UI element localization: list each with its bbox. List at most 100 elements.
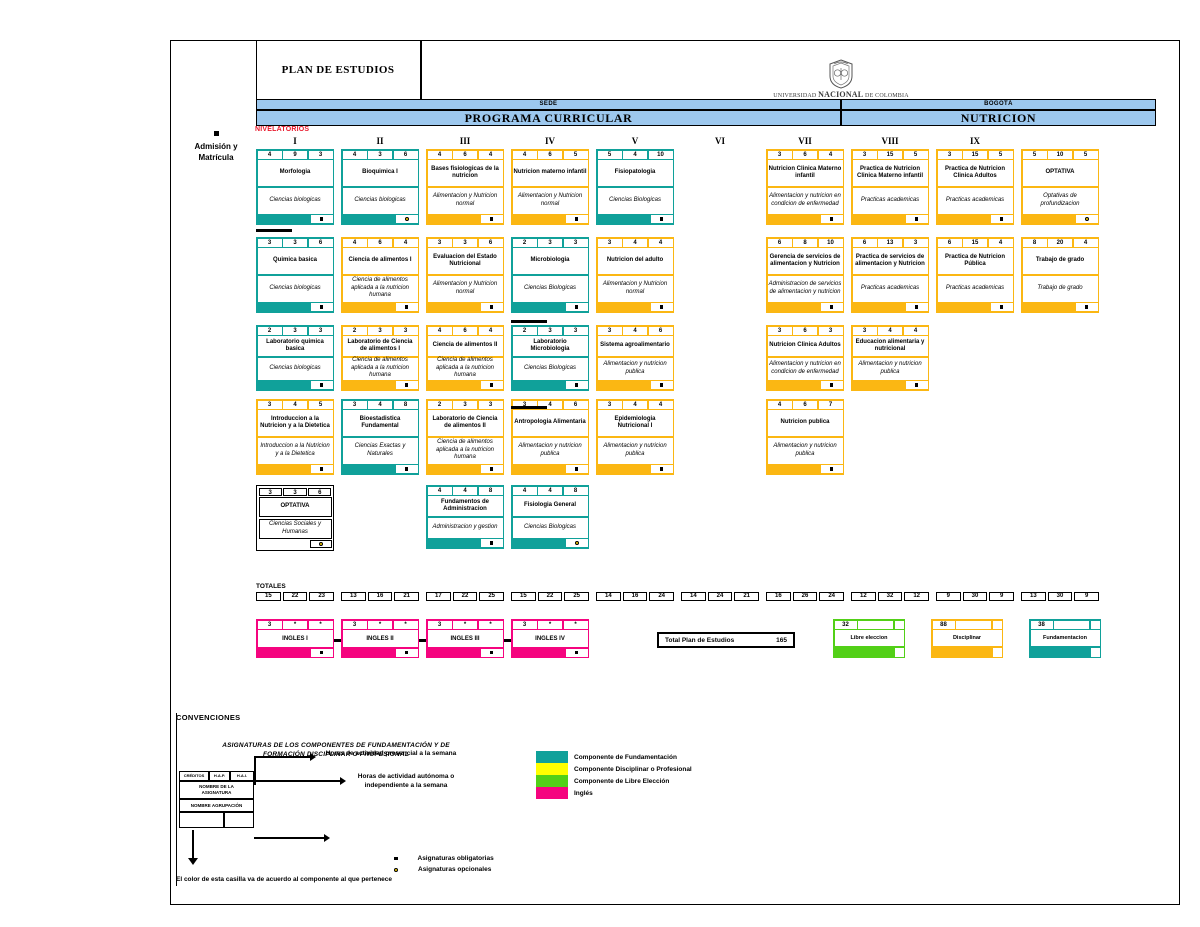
programa-value-band: NUTRICION [841, 110, 1156, 126]
sample-hai: H.A.I. [230, 771, 254, 781]
sede-label-band: SEDE [256, 99, 841, 110]
total-plan-label: Total Plan de Estudios [665, 636, 735, 644]
english-course-card[interactable]: 3**INGLES I [256, 619, 334, 658]
obligatoria-marker-icon [404, 305, 409, 309]
summary-label: Libre eleccion [834, 630, 904, 646]
english-course-card[interactable]: 3**INGLES III [426, 619, 504, 658]
total-credits: 13 [1021, 592, 1046, 601]
course-footer [598, 215, 673, 223]
total-credits: 15 [511, 592, 536, 601]
english-course-card[interactable]: 3**INGLES IV [511, 619, 589, 658]
semester-header-VIII: VIII [881, 136, 899, 146]
course-footer [513, 303, 588, 311]
course-name: Nutricion Clinica Adultos [767, 336, 843, 356]
course-hap: 6 [453, 326, 477, 335]
obligatoria-marker-icon [574, 383, 579, 387]
obligatoria-marker-icon [489, 217, 494, 221]
obligatoria-marker-icon [829, 383, 834, 387]
course-credits: 3 [597, 238, 622, 247]
total-credits: 13 [341, 592, 366, 601]
course-credits: 5 [1022, 150, 1047, 159]
course-name: Introduccion a la Nutricion y a la Diete… [257, 410, 333, 436]
summary-footer [835, 647, 904, 657]
english-course-name: INGLES III [427, 630, 503, 647]
obligatoria-marker-icon [489, 467, 494, 471]
legend-label: Componente de Libre Elección [574, 777, 670, 785]
sample-component: NOMBRE AGRUPACIÓN [179, 799, 254, 812]
course-mark-cell [480, 215, 503, 223]
english-hours-row: 3** [512, 620, 588, 629]
marks-legend: Asignaturas obligatorias Asignaturas opc… [394, 853, 494, 875]
title-divider-right [421, 41, 422, 99]
course-component: Administracion y gestion [427, 517, 503, 538]
english-course-name: INGLES II [342, 630, 418, 647]
course-hai: 4 [818, 150, 843, 159]
course-hap: 15 [878, 150, 902, 159]
total-hap: 26 [792, 592, 818, 601]
prerequisite-connector [256, 229, 292, 232]
course-name: Laboratorio quimica basica [257, 336, 333, 356]
total-hap: 30 [962, 592, 988, 601]
course-component: Ciencias biologicas [257, 187, 333, 214]
course-credits: 4 [427, 486, 452, 495]
sample-credits: CRÉDITOS [179, 771, 209, 781]
english-course-card[interactable]: 3**INGLES II [341, 619, 419, 658]
course-hap: 6 [793, 400, 817, 409]
course-component: Alimentacion y Nutricion normal [597, 275, 673, 302]
connector-hai-arrow [340, 777, 346, 785]
course-component: Ciencia de alimentos aplicada a la nutri… [427, 357, 503, 380]
course-hap: 6 [453, 150, 477, 159]
course-mark-cell [395, 465, 418, 473]
summary-mark-cell [894, 647, 904, 657]
course-credits: 2 [342, 326, 367, 335]
sample-footer-row [179, 812, 254, 828]
course-hai: 4 [478, 326, 503, 335]
course-credits: 3 [258, 487, 282, 496]
note-hai: Horas de actividad autónoma o independie… [357, 773, 455, 789]
course-hap: 6 [793, 326, 817, 335]
course-credits: 5 [597, 150, 622, 159]
course-mark-cell [565, 381, 588, 389]
course-hap: 4 [623, 400, 647, 409]
